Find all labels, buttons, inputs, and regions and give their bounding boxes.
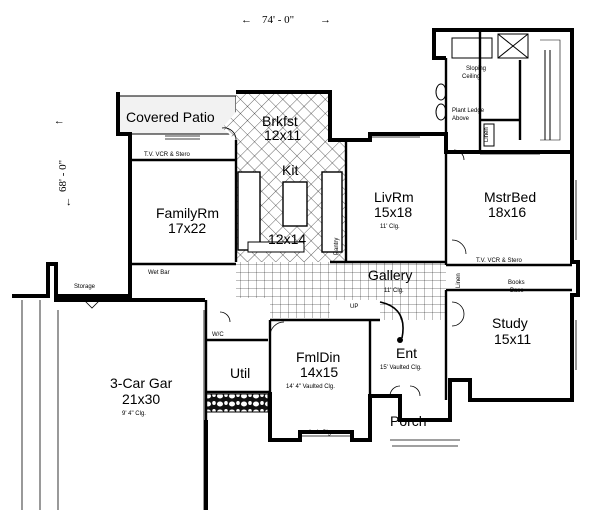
width-dimension-label: 74' - 0"	[262, 14, 294, 26]
stair-rail	[379, 301, 404, 339]
above-label: Above	[452, 116, 470, 122]
base-label: Base	[510, 288, 524, 294]
books-label: Books	[508, 280, 525, 286]
familyrm-size: 17x22	[168, 220, 206, 236]
study-size: 15x11	[494, 331, 531, 347]
kitchen-sink-counter	[247, 241, 305, 253]
pantry-label: Pantry	[334, 238, 340, 255]
svg-text:←: ←	[241, 14, 252, 26]
garage-clg: 9' 4" Clg.	[122, 411, 146, 417]
kit-size: 12x14	[268, 231, 306, 247]
gallery-clg: 11' Clg.	[384, 288, 404, 294]
porch-label: Porch	[390, 413, 427, 429]
kitchen-island	[282, 181, 308, 227]
mstrbed-label: MstrBed	[484, 189, 536, 205]
fmldin-clg: 14' 4" Vaulted Clg.	[286, 384, 335, 390]
window-lines	[165, 135, 577, 437]
brkfst-label: Brkfst	[262, 113, 298, 129]
svg-text:↑: ↑	[53, 120, 65, 126]
ceiling-label: Ceiling	[462, 74, 480, 80]
master-bath-fixtures	[435, 33, 561, 147]
mstrbed-size: 18x16	[488, 204, 526, 220]
svg-text:↓: ↓	[66, 196, 72, 208]
fmldin-label: FmlDin	[296, 349, 340, 365]
brkfst-size: 12x11	[264, 127, 301, 143]
stairs-up-label: UP	[350, 304, 358, 310]
familyrm-label: FamilyRm	[156, 205, 219, 221]
garage-parking	[21, 300, 205, 510]
covered-patio-label: Covered Patio	[126, 109, 215, 125]
util-label: Util	[230, 365, 250, 381]
arch-clg-label: Arch Clg.	[308, 430, 333, 436]
livrm-label: LivRm	[374, 189, 414, 205]
depth-dimension-label: 68' - 0"	[57, 160, 69, 192]
pantry-counter	[321, 171, 343, 253]
garage-label: 3-Car Gar	[110, 375, 173, 391]
door-swings	[83, 127, 467, 397]
ent-label: Ent	[396, 345, 417, 361]
plant-ledge-label: Plant Ledge	[452, 108, 485, 114]
wet-bar-label: Wet Bar	[148, 270, 170, 276]
gallery-label: Gallery	[368, 267, 412, 283]
depth-dimension: ↓ 68' - 0" ↑	[53, 120, 72, 209]
gallery-floor	[236, 262, 446, 320]
garage-size: 21x30	[122, 391, 160, 407]
interior-walls	[130, 30, 572, 420]
kitchen-counter	[237, 171, 261, 251]
svg-text:→: →	[320, 14, 331, 26]
study-linen-label: Linen	[456, 273, 462, 288]
livrm-clg: 11' Clg.	[380, 224, 400, 230]
ent-clg: 15' Vaulted Clg.	[380, 365, 422, 371]
fmldin-size: 14x15	[300, 364, 338, 380]
mstrbed-tv-note: T.V. VCR & Stero	[476, 258, 522, 264]
wc-label: W/C	[212, 332, 224, 338]
family-tv-note: T.V. VCR & Stero	[144, 152, 190, 158]
porch-steps	[390, 439, 460, 447]
study-label: Study	[492, 315, 528, 331]
stair-newel	[397, 337, 403, 343]
kit-label: Kit	[282, 162, 298, 178]
storage-label: Storage	[74, 284, 96, 290]
width-dimension: ← 74' - 0" →	[241, 14, 331, 26]
sloping-label: Sloping	[466, 66, 486, 72]
bath-linen-label: Linen	[484, 127, 490, 142]
stone-planter	[205, 393, 269, 413]
covered-patio-area	[117, 95, 237, 135]
livrm-size: 15x18	[374, 204, 412, 220]
